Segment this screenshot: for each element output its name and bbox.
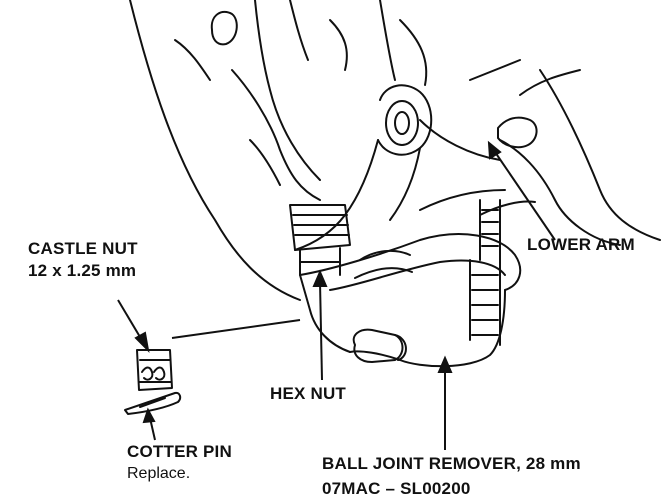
castle-nut-illustration xyxy=(136,349,173,391)
ball-joint-remover-label: BALL JOINT REMOVER, 28 mm xyxy=(322,454,581,473)
lower-arm-label: LOWER ARM xyxy=(527,235,635,254)
ball-joint-remover-leader xyxy=(437,355,453,450)
tool-number-label: 07MAC – SL00200 xyxy=(322,479,471,498)
castle-nut-leader xyxy=(117,299,150,353)
castle-nut-size-label: 12 x 1.25 mm xyxy=(28,261,137,280)
knuckle-illustration xyxy=(129,0,661,301)
castle-nut-label: CASTLE NUT xyxy=(28,239,138,258)
cotter-pin-illustration xyxy=(124,391,182,415)
hex-nut-label: HEX NUT xyxy=(270,384,347,403)
cotter-pin-leader xyxy=(142,407,156,441)
ball-joint-stud-illustration xyxy=(289,204,351,276)
cotter-pin-label: COTTER PIN xyxy=(127,442,232,461)
lower-arm-illustration xyxy=(419,116,621,246)
ball-joint-remover-illustration xyxy=(299,199,522,368)
hex-nut-leader xyxy=(312,269,328,381)
cotter-pin-note: Replace. xyxy=(127,465,191,482)
lower-arm-leader xyxy=(487,140,556,241)
remover-extension-line xyxy=(171,319,301,339)
